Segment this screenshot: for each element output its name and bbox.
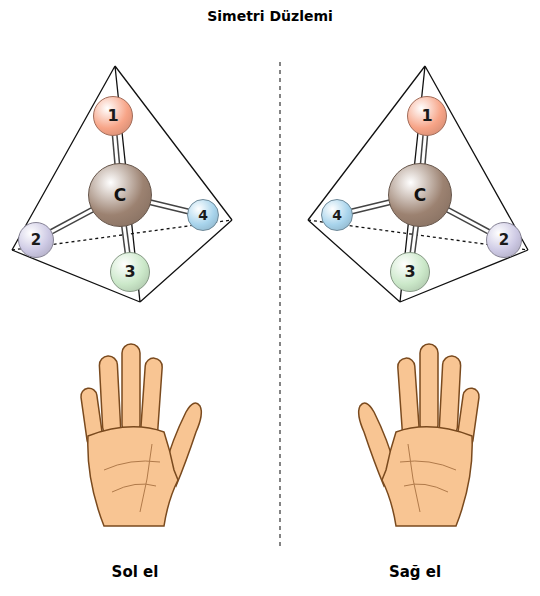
tetrahedron [308,66,528,302]
atom-circle: 4 [187,199,219,231]
bond-group [412,226,416,253]
bond-highlight [51,210,93,232]
atom-circle: C [88,163,152,227]
atom-circle: 2 [486,222,522,258]
atom-circle: 3 [110,252,150,292]
bond [412,226,416,253]
bond-highlight [150,202,188,211]
right-hand [359,344,480,526]
bond [150,202,188,211]
bond-group [447,210,489,232]
bond-highlight [412,226,416,253]
atom-label: 1 [421,108,432,124]
atom-circle: 4 [321,199,353,231]
atom-circle: 3 [390,252,430,292]
left-hand [80,344,201,526]
bond-group [124,226,128,253]
atom-label: 2 [499,233,509,248]
atom-circle: 2 [18,222,54,258]
bond-highlight [352,202,390,211]
atom-label: C [114,187,126,204]
bond [352,202,390,211]
hand-label: Sağ el [389,563,441,581]
atom-circle: C [388,163,452,227]
title: Simetri Düzlemi [207,8,333,24]
symmetry-plane [279,62,280,550]
bond-highlight [115,135,118,164]
bond [423,135,426,164]
bond-highlight [447,210,489,232]
atom-label: 3 [404,264,415,280]
atom-label: 4 [198,208,208,222]
atom-label: 4 [332,208,342,222]
bond [124,226,128,253]
bond-group [51,210,93,232]
bond-group [352,202,390,211]
bond [51,210,93,232]
tetrahedron [12,66,232,302]
bond [447,210,489,232]
atom-circle: 1 [93,96,133,136]
atom-circle: 1 [407,96,447,136]
atom-label: 3 [124,264,135,280]
atom-label: 1 [107,108,118,124]
atom-label: 2 [31,233,41,248]
bond [115,135,118,164]
hand-label: Sol el [112,563,159,581]
bond-highlight [423,135,426,164]
atom-label: C [414,187,426,204]
bond-group [150,202,188,211]
bond-group [423,135,426,164]
bond-group [115,135,118,164]
bond-highlight [124,226,128,253]
